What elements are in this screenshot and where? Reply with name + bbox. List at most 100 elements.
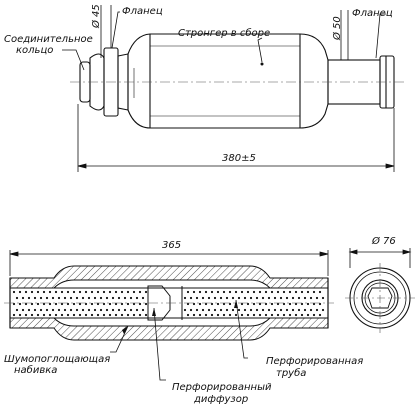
perforation-hole	[90, 313, 94, 317]
perforation-hole	[60, 313, 64, 317]
perforation-hole	[189, 296, 193, 300]
perforation-hole	[291, 296, 295, 300]
perforation-hole	[27, 296, 31, 300]
perforation-hole	[252, 313, 256, 317]
absorbent-label-line2: набивка	[14, 365, 58, 376]
perforation-hole	[48, 313, 52, 317]
perforation-hole	[15, 308, 19, 312]
perforation-hole	[45, 296, 49, 300]
perforation-hole	[135, 296, 139, 300]
perforation-hole	[234, 313, 238, 317]
perforation-hole	[321, 308, 325, 312]
perforation-hole	[108, 302, 112, 306]
perforation-hole	[183, 296, 187, 300]
perforation-hole	[111, 308, 115, 312]
outer-shell-bottom	[9, 317, 329, 341]
perforation-hole	[264, 290, 268, 294]
perforation-hole	[288, 313, 292, 317]
perforation-hole	[105, 308, 109, 312]
coupling-ring-label-line2: кольцо	[16, 45, 54, 56]
perforation-hole	[243, 296, 247, 300]
perforation-hole	[96, 290, 100, 294]
perforation-hole	[201, 308, 205, 312]
perforation-hole	[267, 308, 271, 312]
inlet-diameter-dim: Ø 45	[91, 4, 102, 28]
perforation-hole	[231, 308, 235, 312]
dim-inlet-diameter-lines	[100, 5, 112, 58]
perforation-hole	[138, 313, 142, 317]
dim-overall-length-lines	[77, 104, 395, 172]
section-leaders	[110, 299, 248, 381]
perforation-hole	[36, 302, 40, 306]
perforation-hole	[51, 296, 55, 300]
perforation-hole	[144, 313, 148, 317]
perforation-hole	[315, 308, 319, 312]
perforation-hole	[318, 302, 322, 306]
perforation-hole	[15, 296, 19, 300]
perforation-hole	[300, 313, 304, 317]
perforation-hole	[321, 296, 325, 300]
perforation-hole	[246, 313, 250, 317]
perforated-pipe-label-line1: Перфорированная	[266, 356, 364, 367]
perforation-hole	[222, 290, 226, 294]
body-diameter-dim: Ø 76	[372, 236, 396, 247]
perforation-hole	[45, 308, 49, 312]
perforation-hole	[306, 313, 310, 317]
perforation-hole	[12, 290, 16, 294]
perforation-hole	[33, 296, 37, 300]
perforation-hole	[243, 308, 247, 312]
perforation-hole	[78, 313, 82, 317]
flange-left-label: Фланец	[122, 6, 163, 17]
outlet-diameter-dim: Ø 50	[332, 16, 343, 40]
perforation-hole	[18, 302, 22, 306]
perforated-diffuser-label-line2: диффузор	[194, 394, 249, 405]
perforation-hole	[279, 308, 283, 312]
perforation-hole	[246, 302, 250, 306]
perforation-hole	[297, 296, 301, 300]
perforation-hole	[96, 302, 100, 306]
perforation-hole	[312, 313, 316, 317]
perforation-hole	[252, 302, 256, 306]
perforation-hole	[300, 290, 304, 294]
perforation-hole	[66, 302, 70, 306]
perforation-hole	[75, 296, 79, 300]
perforation-hole	[195, 308, 199, 312]
perforation-hole	[126, 302, 130, 306]
perforation-hole	[132, 302, 136, 306]
outer-shell-top	[9, 265, 329, 289]
perforation-hole	[309, 308, 313, 312]
perforation-hole	[63, 296, 67, 300]
perforation-hole	[255, 308, 259, 312]
perforation-hole	[120, 302, 124, 306]
dim-section-length-lines	[9, 250, 329, 276]
perforation-hole	[129, 296, 133, 300]
perforation-hole	[57, 296, 61, 300]
flange-right-label: Фланец	[352, 8, 393, 19]
perforation-hole	[264, 302, 268, 306]
perforation-hole	[84, 290, 88, 294]
perforation-hole	[126, 313, 130, 317]
perforation-hole	[282, 313, 286, 317]
perforation-hole	[213, 308, 217, 312]
perforation-hole	[273, 308, 277, 312]
perforation-hole	[186, 302, 190, 306]
perforation-hole	[87, 308, 91, 312]
perforation-hole	[285, 308, 289, 312]
perforation-hole	[228, 313, 232, 317]
perforation-hole	[60, 302, 64, 306]
perforation-hole	[72, 302, 76, 306]
strong-leader-dot	[260, 62, 264, 66]
perforation-hole	[108, 290, 112, 294]
perforation-hole	[66, 313, 70, 317]
dim-outlet-diameter-lines	[340, 10, 349, 60]
perforation-hole	[303, 308, 307, 312]
coupling-ring-label-line1: Соединительное	[4, 34, 93, 45]
perforation-hole	[75, 308, 79, 312]
perforation-hole	[219, 308, 223, 312]
perforation-hole	[48, 290, 52, 294]
perforation-dots	[12, 290, 325, 317]
perforation-hole	[117, 296, 121, 300]
top-leaders	[62, 11, 386, 71]
perforation-hole	[228, 290, 232, 294]
